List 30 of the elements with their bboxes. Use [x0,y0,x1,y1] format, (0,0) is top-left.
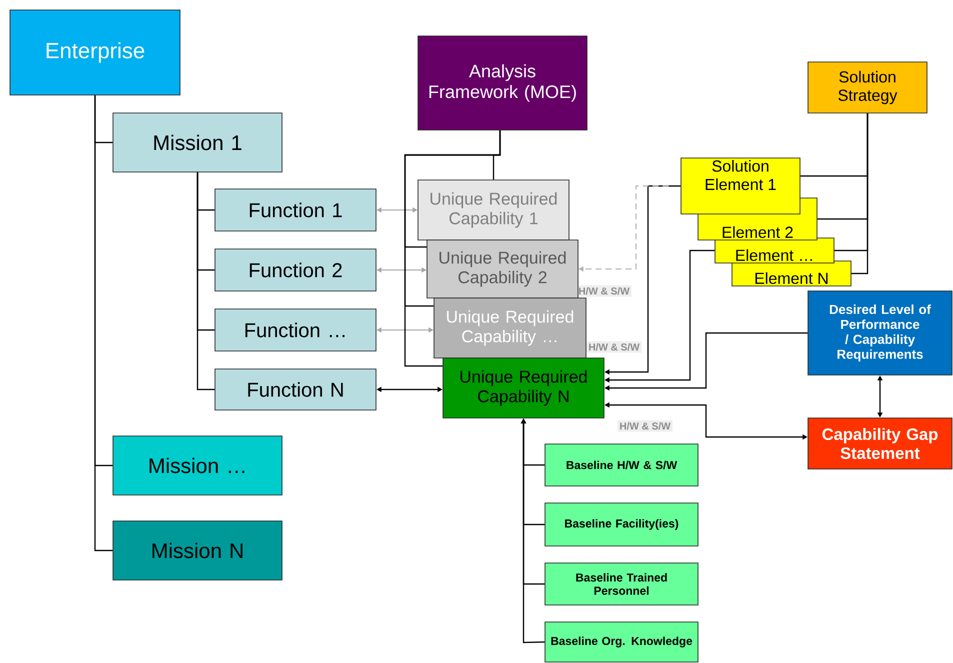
capability-box: Unique Required Capability 1 [418,180,570,240]
faded-label: H/W & S/W [586,341,642,353]
baseline-box: Baseline Org. Knowledge [544,622,698,662]
baseline-box: Baseline Facility(ies) [544,502,698,546]
enterprise-box: Enterprise [10,10,180,96]
mission-box: Mission N [112,520,282,580]
baseline-box: Baseline H/W & S/W [544,444,698,486]
framework-box: Analysis Framework (MOE) [418,36,588,130]
function-box: Function … [214,308,376,352]
solution-element-box: Solution Element 1 [680,158,800,214]
connector-line [94,95,113,552]
solution-element-box: Element N [732,260,852,286]
faded-label: H/W & S/W [617,420,673,432]
requirements-box: Desired Level of Performance / Capability Requirements [808,290,952,376]
baseline-box: Baseline Trained Personnel [544,562,698,606]
connector-line [851,113,868,274]
solution-element-box: Element … [714,238,834,264]
function-box: Function 2 [214,248,376,292]
function-box: Function 1 [214,188,376,232]
faded-label: H/W & S/W [576,285,632,297]
mission-box: Mission … [112,436,282,496]
strategy-box: Solution Strategy [808,62,928,114]
connector-line [196,172,215,390]
capability-box: Unique Required Capability 2 [426,240,578,298]
connector-line [404,130,501,367]
gap-statement-box: Capability Gap Statement [808,418,952,470]
capability-box: Unique Required Capability … [434,298,586,358]
capability-box: Unique Required Capability N [442,358,604,418]
mission-box: Mission 1 [112,112,282,172]
function-box: Function N [214,368,376,410]
